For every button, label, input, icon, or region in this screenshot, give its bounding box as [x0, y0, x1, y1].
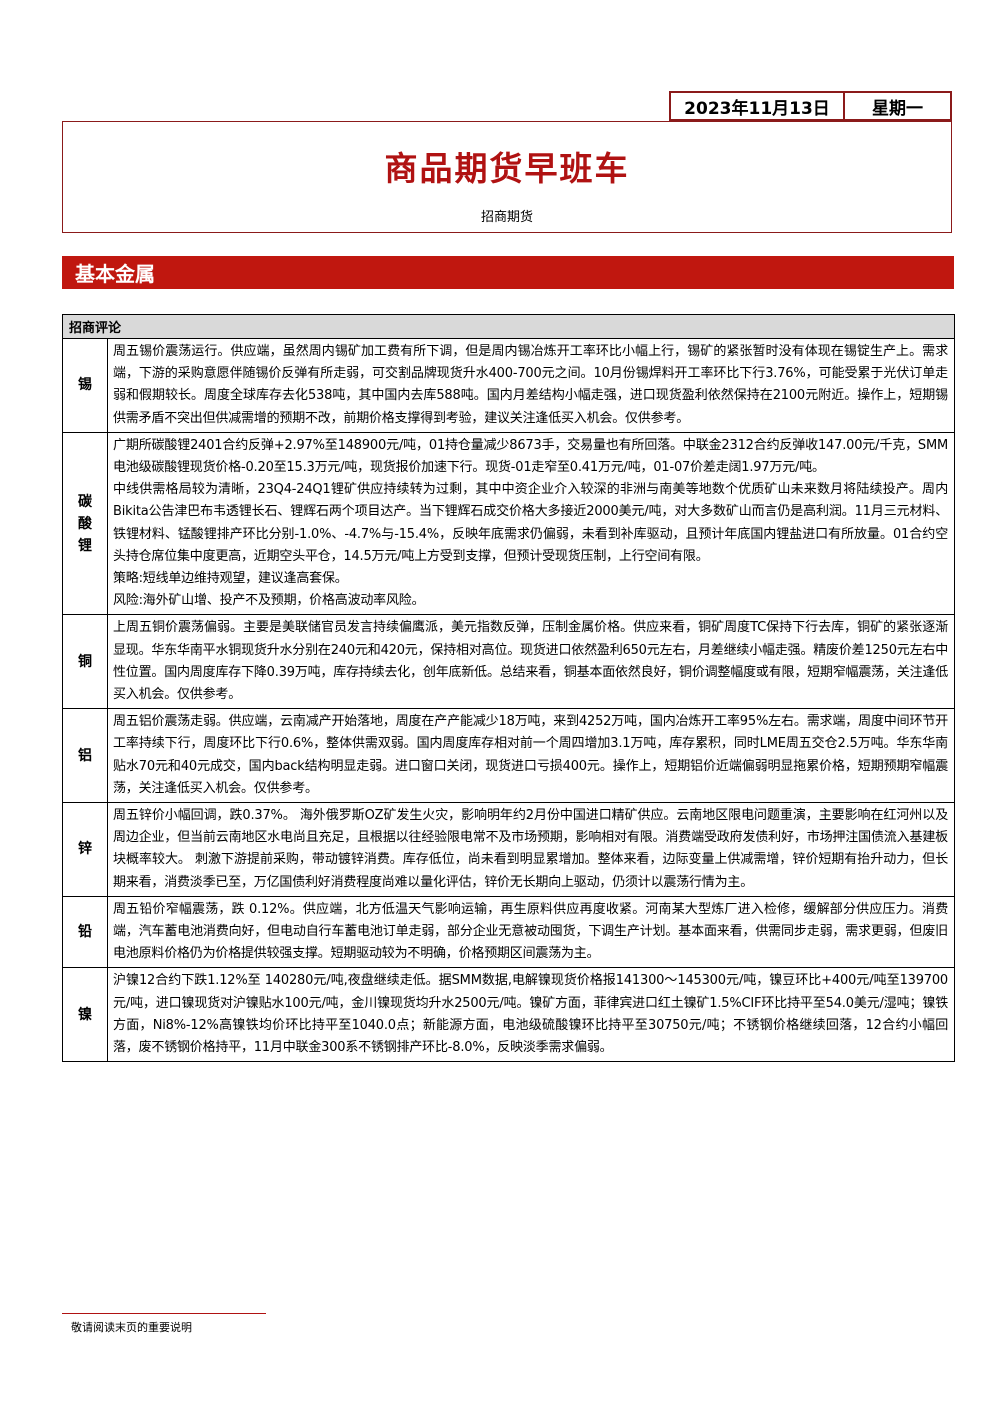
commentary-paragraph: 周五锡价震荡运行。供应端，虽然周内锡矿加工费有所下调，但是周内锡冶炼开工率环比小… — [113, 344, 948, 426]
metal-name: 碳 酸 锂 — [62, 431, 108, 616]
commentary-paragraph: 上周五铜价震荡偏弱。主要是美联储官员发言持续偏鹰派，美元指数反弹，压制金属价格。… — [113, 620, 948, 703]
publisher-name: 招商期货 — [480, 210, 533, 225]
commentary-cell: 广期所碳酸锂2401合约反弹+2.97%至148900元/吨，01持仓量减少86… — [107, 431, 955, 616]
commentary-cell: 沪镍12合约下跌1.12%至 140280元/吨,夜盘继续走低。据SMM数据,电… — [107, 967, 955, 1063]
commentary-cell: 周五锌价小幅回调，跌0.37%。 海外俄罗斯OZ矿发生火灾，影响明年约2月份中国… — [107, 802, 955, 897]
table-header-row: 招商评论 — [62, 314, 955, 339]
commentary-paragraph: 周五锌价小幅回调，跌0.37%。 海外俄罗斯OZ矿发生火灾，影响明年约2月份中国… — [113, 808, 948, 890]
metal-name: 铝 — [62, 708, 108, 804]
table-row: 锌周五锌价小幅回调，跌0.37%。 海外俄罗斯OZ矿发生火灾，影响明年约2月份中… — [62, 802, 955, 897]
table-header: 招商评论 — [62, 314, 955, 339]
report-weekday: 星期一 — [872, 98, 923, 119]
table-row: 铝周五铝价震荡走弱。供应端，云南减产开始落地，周度在产产能减少18万吨，来到42… — [62, 708, 955, 804]
metal-name: 锡 — [62, 338, 108, 433]
section-title-bar: 基本金属 — [62, 256, 954, 289]
metal-name: 铅 — [62, 895, 108, 969]
footer-divider — [62, 1313, 266, 1314]
title-box: 商品期货早班车 招商期货 — [62, 121, 952, 233]
commentary-paragraph: 策略:短线单边维持观望，建议逢高套保。 — [113, 571, 348, 587]
metal-name-text: 碳 酸 锂 — [78, 493, 92, 554]
metal-name: 镍 — [62, 967, 108, 1063]
commentary-cell: 上周五铜价震荡偏弱。主要是美联储官员发言持续偏鹰派，美元指数反弹，压制金属价格。… — [107, 614, 955, 710]
table-row: 碳 酸 锂 广期所碳酸锂2401合约反弹+2.97%至148900元/吨，01持仓… — [62, 431, 955, 616]
commentary-cell: 周五铝价震荡走弱。供应端，云南减产开始落地，周度在产产能减少18万吨，来到425… — [107, 708, 955, 804]
commentary-paragraph: 广期所碳酸锂2401合约反弹+2.97%至148900元/吨，01持仓量减少86… — [113, 437, 948, 476]
table-row: 镍沪镍12合约下跌1.12%至 140280元/吨,夜盘继续走低。据SMM数据,… — [62, 967, 955, 1063]
table-row: 铅周五铅价窄幅震荡，跌 0.12%。供应端，北方低温天气影响运输，再生原料供应再… — [62, 895, 955, 969]
footer-note: 敬请阅读末页的重要说明 — [71, 1321, 192, 1334]
date-box: 2023年11月13日 星期一 — [669, 91, 952, 121]
table-row: 铜上周五铜价震荡偏弱。主要是美联储官员发言持续偏鹰派，美元指数反弹，压制金属价格… — [62, 614, 955, 710]
metal-name: 锌 — [62, 802, 108, 897]
commentary-cell: 周五锡价震荡运行。供应端，虽然周内锡矿加工费有所下调，但是周内锡冶炼开工率环比小… — [107, 338, 955, 433]
commentary-paragraph: 周五铅价窄幅震荡，跌 0.12%。供应端，北方低温天气影响运输，再生原料供应再度… — [113, 901, 948, 962]
commentary-paragraph: 周五铝价震荡走弱。供应端，云南减产开始落地，周度在产产能减少18万吨，来到425… — [113, 714, 948, 796]
commentary-paragraph: 中线供需格局较为清晰，23Q4-24Q1锂矿供应持续转为过剩，其中中资企业介入较… — [113, 482, 948, 564]
report-date: 2023年11月13日 — [671, 93, 845, 119]
page-title: 商品期货早班车 — [384, 149, 630, 188]
commentary-paragraph: 风险:海外矿山增、投产不及预期，价格高波动率风险。 — [113, 593, 425, 609]
table-row: 锡周五锡价震荡运行。供应端，虽然周内锡矿加工费有所下调，但是周内锡冶炼开工率环比… — [62, 338, 955, 433]
commentary-table: 招商评论 锡周五锡价震荡运行。供应端，虽然周内锡矿加工费有所下调，但是周内锡冶炼… — [62, 314, 955, 1063]
commentary-paragraph: 沪镍12合约下跌1.12%至 140280元/吨,夜盘继续走低。据SMM数据,电… — [113, 973, 948, 1056]
metal-name: 铜 — [62, 614, 108, 710]
commentary-cell: 周五铅价窄幅震荡，跌 0.12%。供应端，北方低温天气影响运输，再生原料供应再度… — [107, 895, 955, 969]
